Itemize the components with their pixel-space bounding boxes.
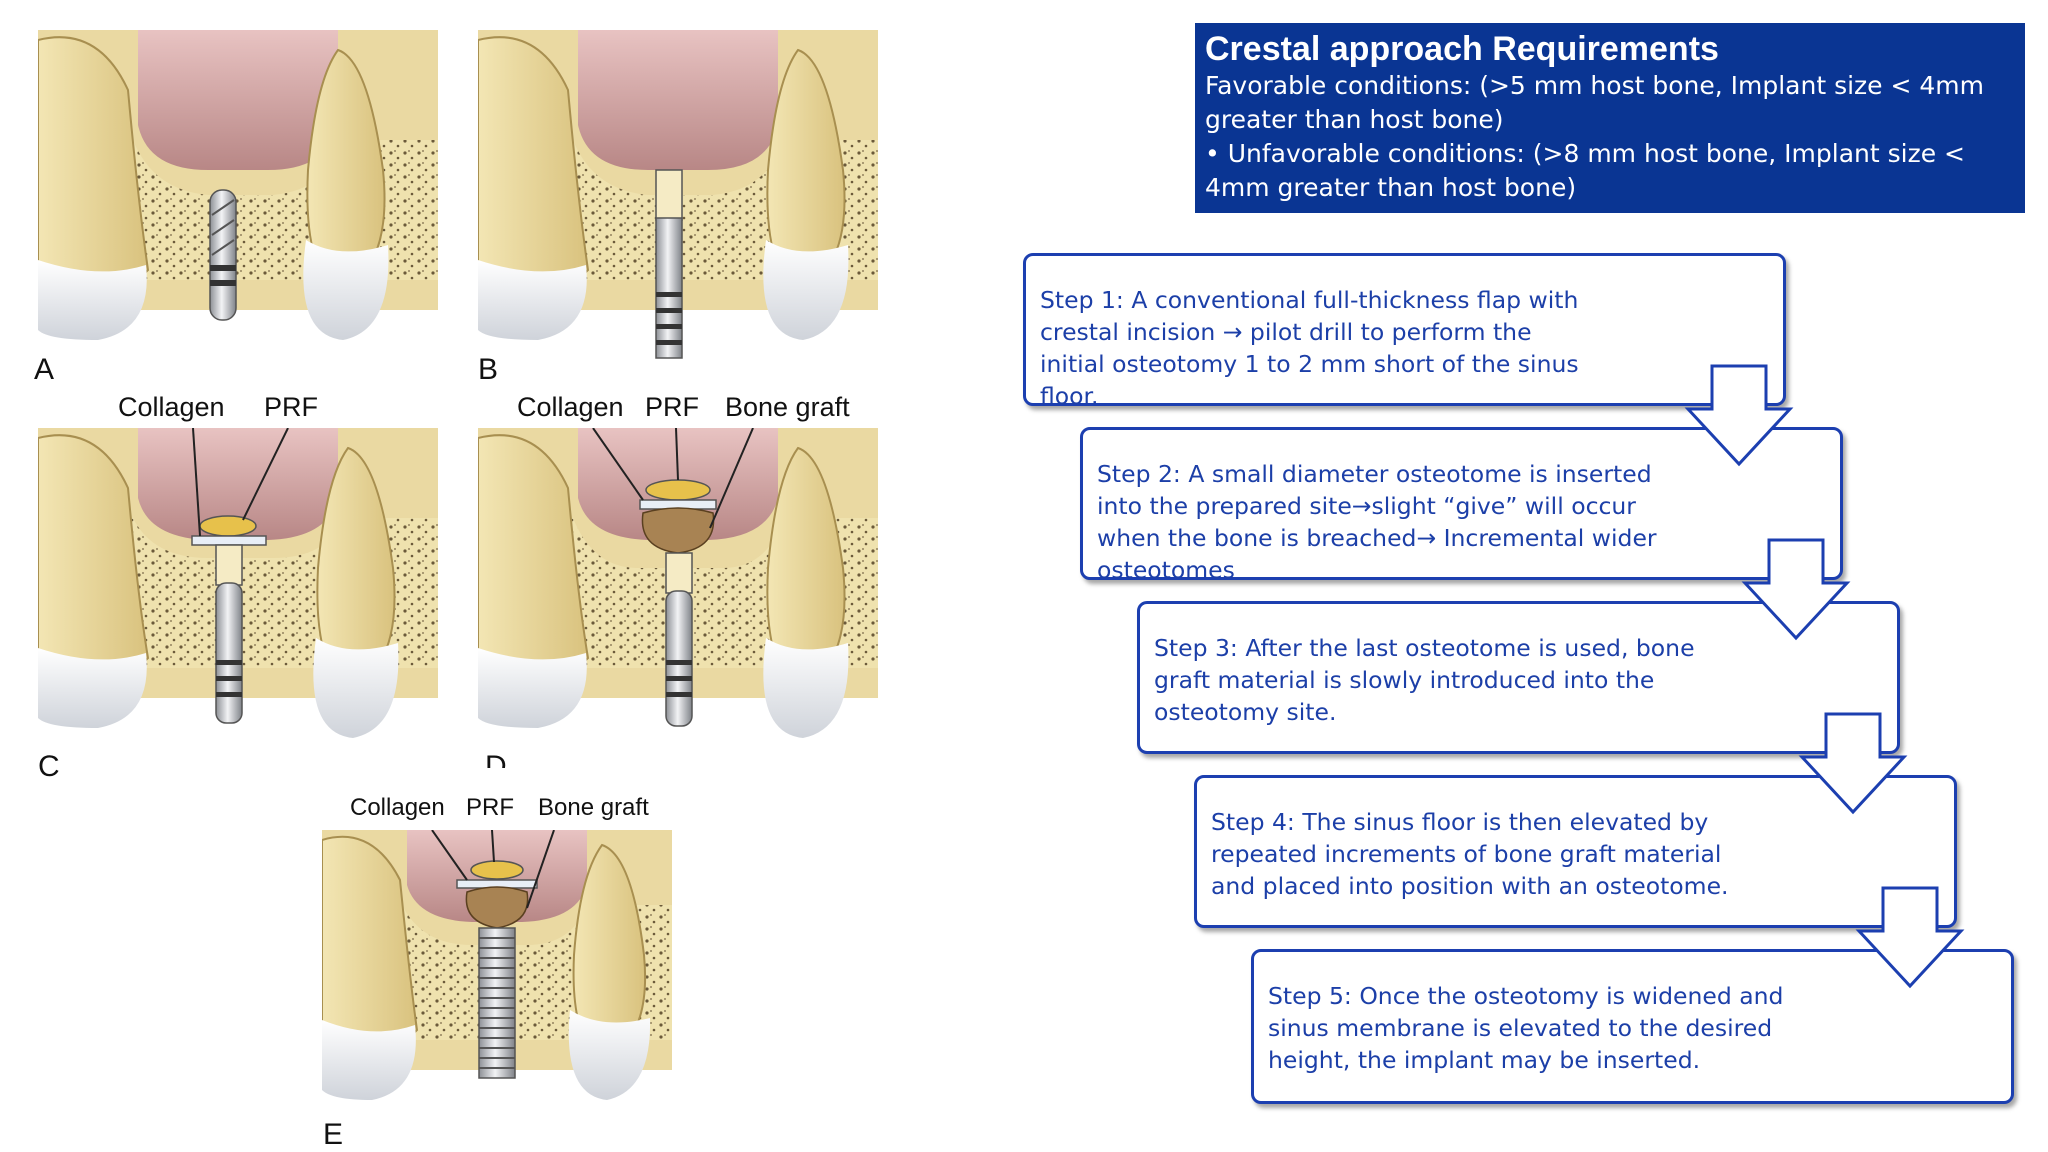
panel-c-illustration [38,428,438,738]
step-4-box: Step 4: The sinus floor is then elevated… [1194,775,1957,928]
down-arrow-icon [1741,538,1851,641]
panel-label-b: B [478,353,499,386]
step-5-text: Step 5: Once the osteotomy is widened an… [1268,982,1784,1074]
label-collagen-e: Collagen [350,794,445,821]
down-arrow-icon [1798,712,1908,815]
panel-label-c: C [38,750,60,783]
step-1-text: Step 1: A conventional full-thickness fl… [1040,286,1579,410]
panel-e-illustration [322,830,672,1100]
step-3-box: Step 3: After the last osteotome is used… [1137,601,1900,754]
label-collagen-d: Collagen [517,392,624,422]
requirements-favorable: Favorable conditions: (>5 mm host bone, … [1205,71,1985,134]
step-1-box: Step 1: A conventional full-thickness fl… [1023,253,1786,410]
requirements-title: Crestal approach Requirements [1205,30,1719,68]
step-5-box: Step 5: Once the osteotomy is widened an… [1251,949,2014,1104]
down-arrow-icon [1684,364,1794,467]
label-bone-graft-e: Bone graft [538,794,649,821]
requirements-box: Crestal approach Requirements Favorable … [1195,23,2025,213]
label-prf-d: PRF [645,392,699,422]
panel-label-a: A [34,353,55,386]
down-arrow-icon [1855,886,1965,989]
step-2-box: Step 2: A small diameter osteotome is in… [1080,427,1843,584]
label-prf-e: PRF [466,794,514,821]
panel-a-illustration [38,30,438,340]
panel-label-d: D [485,750,507,768]
label-prf-c: PRF [264,392,318,422]
step-4-text: Step 4: The sinus floor is then elevated… [1211,808,1729,900]
step-2-text: Step 2: A small diameter osteotome is in… [1097,460,1657,584]
step-3-text: Step 3: After the last osteotome is used… [1154,634,1695,726]
requirements-unfavorable: • Unfavorable conditions: (>8 mm host bo… [1205,139,1965,202]
panel-b-illustration [478,30,878,359]
panel-d-illustration [478,428,878,738]
panel-label-e: E [323,1118,344,1151]
label-collagen-c: Collagen [118,392,225,422]
label-bone-graft-d: Bone graft [725,392,850,422]
